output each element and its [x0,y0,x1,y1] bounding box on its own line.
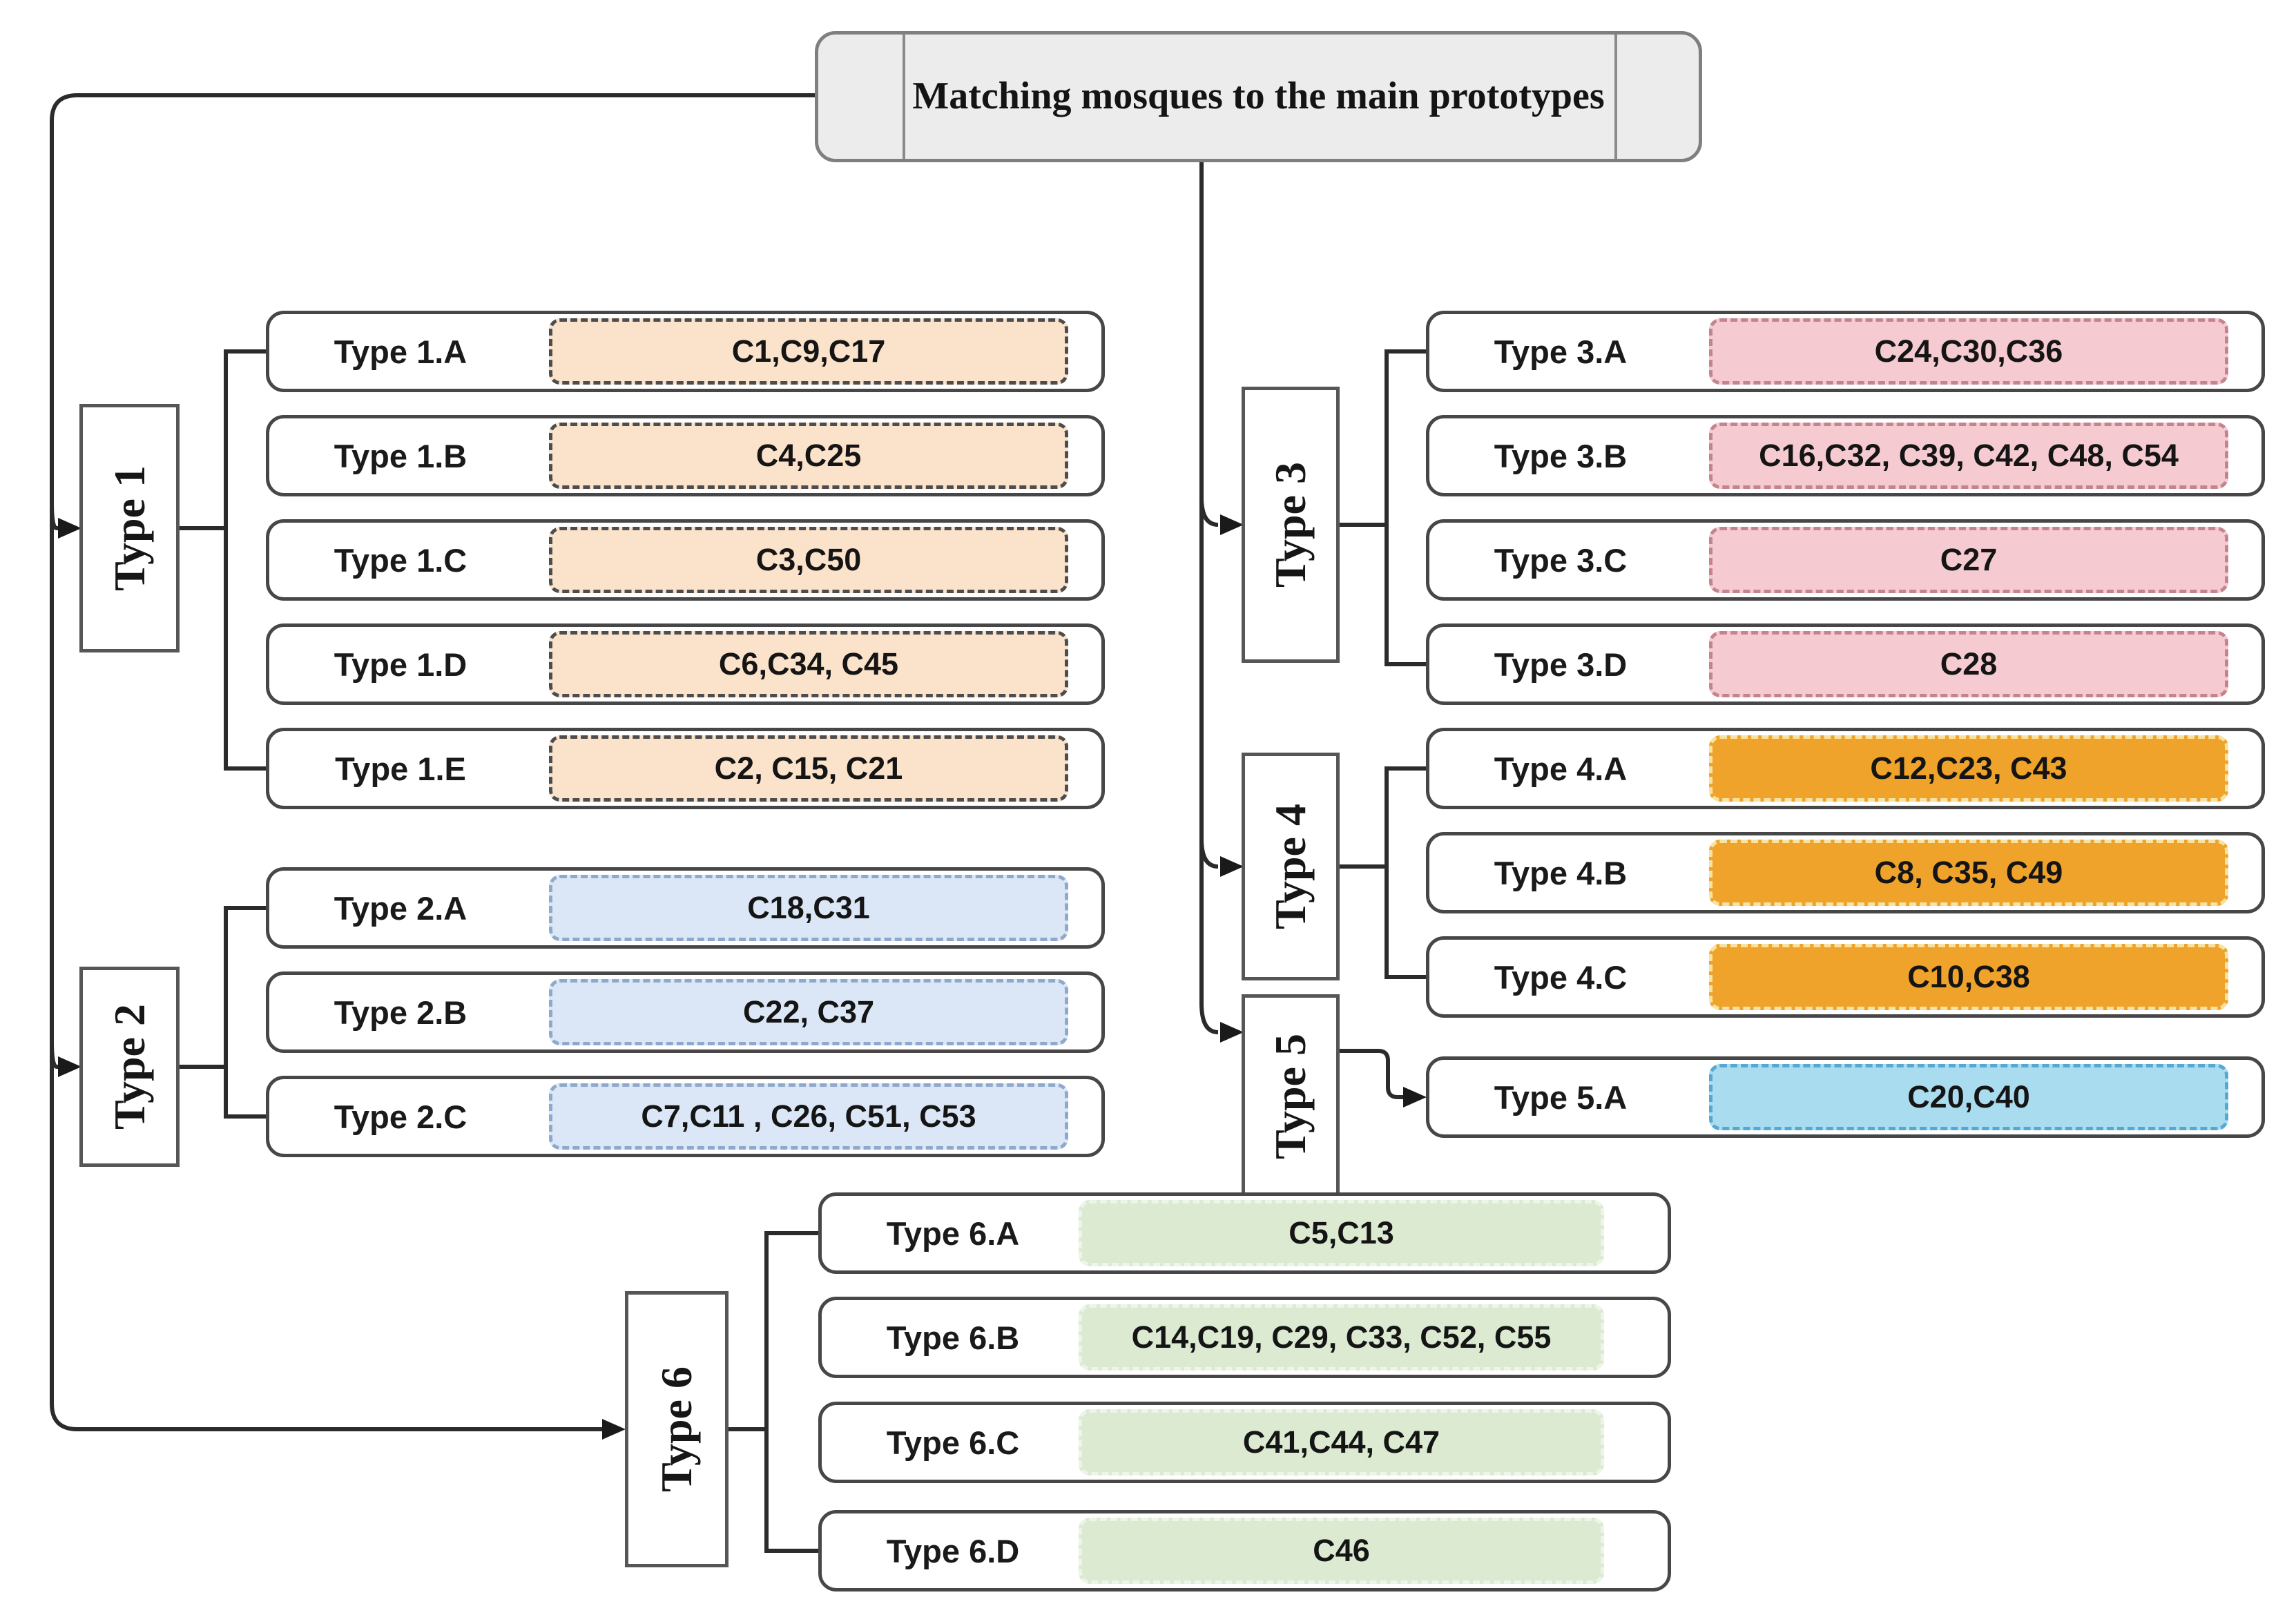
subtype-row-3c: Type 3.C C27 [1426,519,2265,601]
subtype-label: Type 1.B [334,437,467,474]
subtype-label: Type 1.C [334,541,467,579]
subtype-label: Type 4.B [1494,854,1628,891]
codes-box: C14,C19, C29, C33, C52, C55 [1079,1304,1604,1371]
type-box-1: Type 1 [79,404,180,652]
type-box-4-label: Type 4 [1266,804,1315,929]
subtype-row-5a: Type 5.A C20,C40 [1426,1056,2265,1138]
subtype-label: Type 6.D [886,1532,1020,1569]
codes-box: C46 [1079,1518,1604,1584]
subtype-row-3a: Type 3.A C24,C30,C36 [1426,311,2265,392]
subtype-row-3d: Type 3.D C28 [1426,623,2265,705]
codes-box: C2, C15, C21 [549,735,1068,802]
codes-box: C4,C25 [549,423,1068,489]
codes-box: C12,C23, C43 [1709,735,2228,802]
subtype-label: Type 1.A [334,333,467,370]
type-box-3-label: Type 3 [1266,462,1315,588]
subtype-label: Type 3.A [1494,333,1628,370]
subtype-row-1d: Type 1.D C6,C34, C45 [266,623,1105,705]
type-box-2-label: Type 2 [104,1004,154,1130]
subtype-row-1c: Type 1.C C3,C50 [266,519,1105,601]
subtype-label: Type 2.A [334,889,467,927]
title-divider-left [903,35,905,159]
subtype-row-1a: Type 1.A C1,C9,C17 [266,311,1105,392]
codes-box: C18,C31 [549,875,1068,941]
subtype-row-6c: Type 6.C C41,C44, C47 [818,1402,1671,1483]
subtype-row-6a: Type 6.A C5,C13 [818,1192,1671,1274]
subtype-label: Type 2.C [334,1098,467,1135]
type-box-3: Type 3 [1242,387,1340,663]
codes-box: C5,C13 [1079,1200,1604,1266]
subtype-label: Type 2.B [334,994,467,1031]
type-box-1-label: Type 1 [104,465,154,591]
subtype-row-6b: Type 6.B C14,C19, C29, C33, C52, C55 [818,1297,1671,1378]
subtype-row-1e: Type 1.E C2, C15, C21 [266,728,1105,809]
subtype-label: Type 3.D [1494,646,1628,683]
subtype-row-2c: Type 2.C C7,C11 , C26, C51, C53 [266,1076,1105,1157]
codes-box: C20,C40 [1709,1064,2228,1130]
subtype-label: Type 3.B [1494,437,1628,474]
subtype-label: Type 6.A [886,1215,1020,1252]
subtype-label: Type 5.A [1494,1078,1628,1116]
subtype-row-2b: Type 2.B C22, C37 [266,971,1105,1053]
type-box-5: Type 5 [1242,994,1340,1198]
subtype-row-2a: Type 2.A C18,C31 [266,867,1105,949]
type-box-2: Type 2 [79,967,180,1167]
codes-box: C6,C34, C45 [549,631,1068,697]
type-box-4: Type 4 [1242,753,1340,980]
subtype-label: Type 4.A [1494,750,1628,787]
title-divider-right [1614,35,1617,159]
subtype-row-3b: Type 3.B C16,C32, C39, C42, C48, C54 [1426,415,2265,496]
arrowheads [58,514,1427,1440]
codes-box: C28 [1709,631,2228,697]
subtype-row-6d: Type 6.D C46 [818,1510,1671,1592]
title-box: Matching mosques to the main prototypes [815,31,1702,162]
subtype-label: Type 3.C [1494,541,1628,579]
codes-box: C3,C50 [549,527,1068,593]
type-box-5-label: Type 5 [1266,1033,1315,1159]
subtype-row-4a: Type 4.A C12,C23, C43 [1426,728,2265,809]
subtype-label: Type 6.B [886,1319,1020,1356]
subtype-label: Type 1.E [335,750,466,787]
subtype-row-1b: Type 1.B C4,C25 [266,415,1105,496]
codes-box: C24,C30,C36 [1709,318,2228,385]
type-box-6: Type 6 [625,1291,729,1567]
type-box-6-label: Type 6 [652,1366,701,1492]
codes-box: C16,C32, C39, C42, C48, C54 [1709,423,2228,489]
subtype-label: Type 4.C [1494,958,1628,996]
codes-box: C7,C11 , C26, C51, C53 [549,1083,1068,1150]
subtype-row-4c: Type 4.C C10,C38 [1426,936,2265,1018]
codes-box: C41,C44, C47 [1079,1409,1604,1476]
subtype-label: Type 1.D [334,646,467,683]
codes-box: C1,C9,C17 [549,318,1068,385]
subtype-label: Type 6.C [886,1424,1020,1461]
page-title: Matching mosques to the main prototypes [912,75,1605,118]
codes-box: C8, C35, C49 [1709,840,2228,906]
codes-box: C10,C38 [1709,944,2228,1010]
codes-box: C22, C37 [549,979,1068,1045]
codes-box: C27 [1709,527,2228,593]
subtype-row-4b: Type 4.B C8, C35, C49 [1426,832,2265,913]
